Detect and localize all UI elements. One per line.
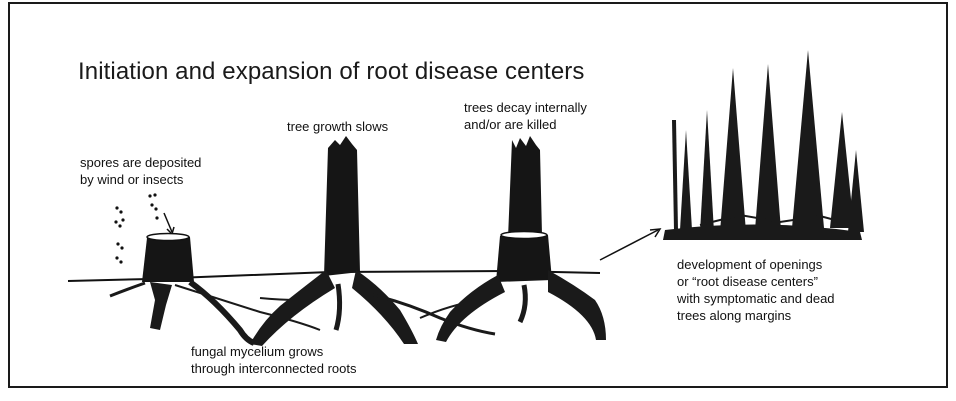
diagram-title: Initiation and expansion of root disease… bbox=[78, 58, 584, 86]
tree-decaying-icon bbox=[420, 136, 606, 342]
spores-label-line-2: by wind or insects bbox=[80, 171, 201, 188]
mycelium-label-line-1: fungal mycelium grows bbox=[191, 343, 357, 360]
mycelium-label-line-2: through interconnected roots bbox=[191, 360, 357, 377]
growth-label-line-1: tree growth slows bbox=[287, 118, 388, 135]
mycelium-label: fungal mycelium grows through interconne… bbox=[191, 343, 357, 377]
decay-label: trees decay internally and/or are killed bbox=[464, 99, 587, 133]
spores-label: spores are deposited by wind or insects bbox=[80, 154, 201, 188]
decay-label-line-2: and/or are killed bbox=[464, 116, 587, 133]
centers-label-line-1: development of openings bbox=[677, 256, 835, 273]
growth-label: tree growth slows bbox=[287, 118, 388, 135]
stump-spores-icon bbox=[110, 234, 320, 344]
centers-label-line-3: with symptomatic and dead bbox=[677, 290, 835, 307]
centers-label-line-4: trees along margins bbox=[677, 307, 835, 324]
spores-label-line-1: spores are deposited bbox=[80, 154, 201, 171]
centers-label: development of openings or “root disease… bbox=[677, 256, 835, 324]
decay-label-line-1: trees decay internally bbox=[464, 99, 587, 116]
forest-opening-icon bbox=[663, 50, 864, 240]
progression-arrow-icon bbox=[600, 230, 658, 260]
centers-label-line-2: or “root disease centers” bbox=[677, 273, 835, 290]
